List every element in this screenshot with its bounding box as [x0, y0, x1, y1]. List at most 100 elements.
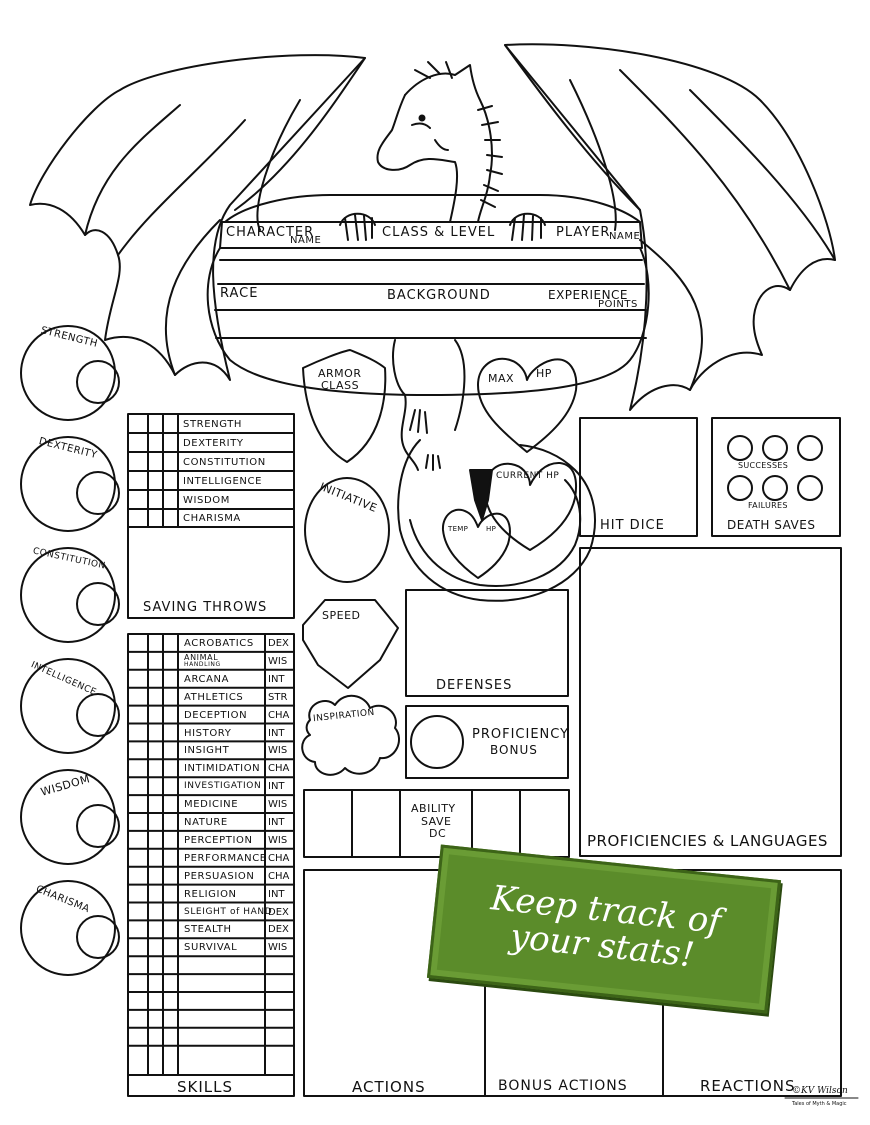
proficiency-box: [405, 705, 569, 779]
hit-dice-box: [579, 417, 698, 537]
skill-ability: INT: [268, 888, 285, 900]
player-name-label: PLAYER: [556, 225, 611, 240]
max-hp-heart: [477, 357, 578, 453]
experience-label: EXPERIENCE: [548, 288, 629, 302]
dragon-head-art: [376, 61, 503, 223]
skill-name-line-2: HANDLING: [184, 660, 221, 668]
skill-name: PERFORMANCE: [184, 852, 267, 864]
race-label: RACE: [220, 286, 259, 301]
skill-ability: CHA: [268, 870, 290, 882]
skill-ability: INT: [268, 727, 285, 739]
skill-ability: WIS: [268, 799, 288, 811]
actions-label: ACTIONS: [352, 1078, 426, 1096]
proficiencies-box: [579, 547, 842, 857]
proficiencies-label: PROFICIENCIES & LANGUAGES: [587, 832, 828, 850]
skill-ability: CHA: [268, 852, 290, 864]
skill-ability: WIS: [268, 834, 288, 846]
ability-save-label-2: SAVE: [421, 815, 452, 828]
skill-name: ATHLETICS: [184, 691, 244, 703]
character-name-label: CHARACTER: [226, 225, 315, 240]
skill-name: PERSUASION: [184, 870, 255, 882]
skill-name: STEALTH: [184, 924, 232, 936]
player-name-sub-label: NAME: [609, 231, 641, 242]
skill-name: DECEPTION: [184, 709, 248, 721]
skill-name: ARCANA: [184, 673, 230, 685]
character-name-sub-label: NAME: [290, 235, 322, 246]
successes-label: SUCCESSES: [738, 461, 789, 470]
right-wing-art: [504, 43, 836, 411]
left-claw-art: [344, 214, 373, 241]
header-board-art: [206, 194, 650, 396]
skill-ability: INT: [268, 673, 285, 685]
skill-name: RELIGION: [184, 888, 237, 900]
ability-save-box: [303, 789, 570, 858]
signature: ©KV Wilson: [792, 1086, 848, 1096]
save-row-wisdom: WISDOM: [183, 495, 230, 506]
skill-name: INVESTIGATION: [184, 781, 262, 792]
skill-name: INSIGHT: [184, 745, 230, 757]
experience-sub-label: POINTS: [598, 299, 638, 310]
skill-name: ANIMAL: [184, 652, 219, 662]
skill-name: ACROBATICS: [184, 638, 254, 649]
save-row-constitution: CONSTITUTION: [183, 457, 266, 468]
inspiration-cloud: [301, 694, 400, 776]
skill-ability: WIS: [268, 745, 288, 757]
failures-label: FAILURES: [748, 501, 788, 510]
skill-ability: INT: [268, 781, 285, 793]
temp-hp-label-2: HP: [486, 525, 497, 533]
save-row-dexterity: DEXTERITY: [183, 438, 244, 449]
skill-name: MEDICINE: [184, 799, 239, 811]
skills-box: [127, 633, 295, 1097]
skill-ability: CHA: [268, 763, 290, 775]
skill-name: HISTORY: [184, 727, 232, 739]
skill-ability: DEX: [268, 906, 289, 918]
hit-dice-label: HIT DICE: [600, 518, 665, 533]
skill-name: PERCEPTION: [184, 834, 253, 846]
skills-row-lines: [127, 650, 295, 1047]
class-level-label: CLASS & LEVEL: [382, 225, 496, 240]
save-row-strength: STRENGTH: [183, 419, 243, 430]
background-label: BACKGROUND: [387, 288, 491, 303]
ability-save-label-3: DC: [429, 827, 447, 840]
skill-ability: DEX: [268, 638, 289, 649]
skill-name: SLEIGHT of HAND: [184, 906, 273, 917]
signature-sub: Tales of Myth & Magic: [792, 1101, 847, 1107]
armor-class-shield: [302, 349, 387, 463]
saving-throws-title: SAVING THROWS: [143, 600, 268, 615]
death-saves-label: DEATH SAVES: [727, 518, 816, 532]
proficiency-label-2: BONUS: [490, 743, 538, 757]
proficiency-label-1: PROFICIENCY: [472, 727, 570, 742]
defenses-label: DEFENSES: [436, 678, 513, 693]
reactions-label: REACTIONS: [700, 1077, 796, 1095]
armor-class-label-1: ARMOR: [318, 367, 362, 380]
temp-hp-label-1: TEMP: [448, 525, 469, 533]
skill-name: NATURE: [184, 817, 228, 828]
current-hp-label: CURRENT HP: [496, 471, 560, 481]
right-claw-art: [511, 214, 542, 241]
ability-circles-art: [20, 325, 120, 976]
initiative-oval: [304, 477, 390, 583]
save-row-intelligence: INTELLIGENCE: [183, 476, 262, 487]
skill-ability: STR: [268, 691, 288, 703]
left-wing-art: [29, 54, 366, 381]
death-saves-box: [711, 417, 841, 537]
skill-ability: WIS: [268, 655, 288, 667]
saving-throws-box: [127, 413, 295, 619]
skill-name: INTIMIDATION: [184, 763, 261, 775]
temp-hp-heart: [441, 508, 511, 579]
save-row-charisma: CHARISMA: [183, 513, 241, 524]
skill-ability: INT: [268, 817, 285, 828]
skill-ability: DEX: [268, 924, 289, 936]
speed-label: SPEED: [322, 609, 361, 622]
skill-ability: WIS: [268, 942, 288, 954]
defenses-box: [405, 589, 569, 697]
ability-save-label-1: ABILITY: [411, 802, 456, 815]
skills-title: SKILLS: [177, 1078, 234, 1096]
skill-ability: CHA: [268, 709, 290, 721]
armor-class-label-2: CLASS: [321, 379, 360, 392]
skill-name: SURVIVAL: [184, 942, 238, 954]
speed-hexagon: [302, 599, 399, 689]
bonus-actions-label: BONUS ACTIONS: [498, 1078, 628, 1094]
max-hp-label-2: HP: [536, 367, 552, 380]
